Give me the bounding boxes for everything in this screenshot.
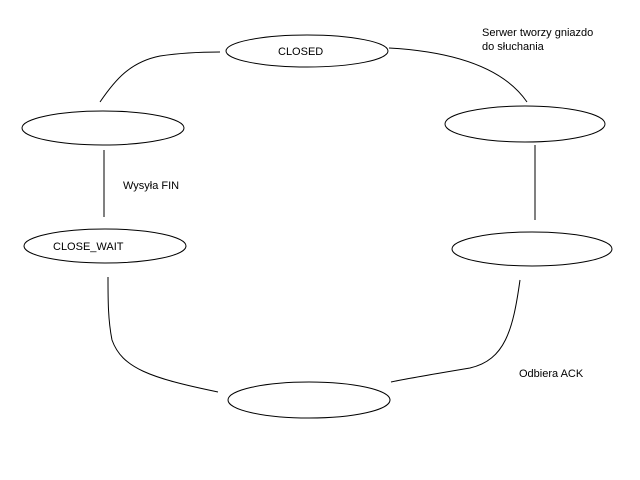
annotation-receives-ack: Odbiera ACK — [519, 368, 584, 380]
annotation-server-line2: do słuchania — [482, 41, 544, 53]
edge-closed-to-right-top — [388, 47, 528, 103]
annotation-sends-fin: Wysyła FIN — [123, 180, 180, 192]
state-right-bottom — [451, 231, 613, 267]
state-close-wait — [23, 228, 187, 264]
state-closed — [225, 34, 389, 68]
annotation-server-socket: Serwer tworzy gniazdo do słuchania — [482, 26, 593, 54]
state-closed-label: CLOSED — [278, 46, 323, 58]
state-left-top — [21, 110, 185, 146]
state-right-top — [444, 105, 606, 143]
state-close-wait-label: CLOSE_WAIT — [53, 241, 124, 253]
state-bottom — [227, 381, 391, 419]
edge-bottom-to-close-wait — [107, 276, 219, 393]
edge-left-top-to-closed — [99, 51, 221, 103]
edge-right-bottom-to-bottom — [390, 279, 521, 383]
annotation-server-line1: Serwer tworzy gniazdo — [482, 27, 594, 39]
